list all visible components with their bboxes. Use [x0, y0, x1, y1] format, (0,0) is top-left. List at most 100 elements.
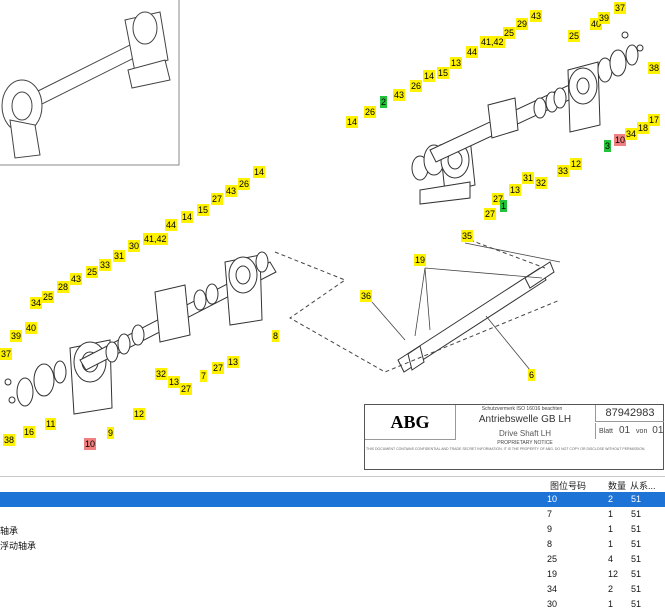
callout-17[interactable]: 17 [648, 114, 661, 126]
position-cell: 25 [547, 554, 558, 564]
callout-19[interactable]: 19 [414, 254, 427, 266]
callout-26[interactable]: 26 [238, 178, 251, 190]
callout-2[interactable]: 2 [380, 96, 388, 108]
position-cell: 34 [547, 584, 558, 594]
table-row[interactable]: 19 12 51 [0, 567, 665, 582]
position-cell: 10 [547, 494, 558, 504]
position-cell: 9 [547, 524, 553, 534]
callout-38[interactable]: 38 [648, 62, 661, 74]
callout-18[interactable]: 18 [637, 122, 650, 134]
header-qty[interactable]: 数量 [608, 481, 627, 491]
callout-36[interactable]: 36 [360, 290, 373, 302]
callout-43[interactable]: 43 [225, 185, 238, 197]
callout-3[interactable]: 3 [604, 140, 612, 152]
callout-6[interactable]: 6 [528, 369, 536, 381]
position-cell: 19 [547, 569, 558, 579]
callout-43[interactable]: 43 [70, 273, 83, 285]
quantity-cell: 1 [608, 524, 614, 534]
callout-41-42[interactable]: 41,42 [143, 233, 168, 245]
callout-44[interactable]: 44 [466, 46, 479, 58]
title-block: ABG Schutzvermerk ISO 16016 beachten Ant… [364, 404, 664, 470]
callout-14[interactable]: 14 [253, 166, 266, 178]
callout-41-42[interactable]: 41,42 [480, 36, 505, 48]
callout-13[interactable]: 13 [227, 356, 240, 368]
callout-15[interactable]: 15 [197, 204, 210, 216]
callout-34[interactable]: 34 [30, 297, 43, 309]
callout-31[interactable]: 31 [522, 172, 535, 184]
callout-13[interactable]: 13 [450, 57, 463, 69]
callout-33[interactable]: 33 [557, 165, 570, 177]
callout-13[interactable]: 13 [509, 184, 522, 196]
callout-1[interactable]: 1 [500, 200, 508, 212]
from-cell: 51 [631, 599, 642, 609]
quantity-cell: 12 [608, 569, 619, 579]
callout-39[interactable]: 39 [10, 330, 23, 342]
callout-39[interactable]: 39 [598, 12, 611, 24]
callout-30[interactable]: 30 [128, 240, 141, 252]
callout-25[interactable]: 25 [568, 30, 581, 42]
callout-12[interactable]: 12 [570, 158, 583, 170]
callout-16[interactable]: 16 [23, 426, 36, 438]
callout-13[interactable]: 13 [168, 376, 181, 388]
callout-32[interactable]: 32 [155, 368, 168, 380]
callout-10[interactable]: 10 [614, 134, 627, 146]
legal-text: THIS DOCUMENT CONTAINS CONFIDENTIAL AND … [366, 447, 646, 451]
callout-14[interactable]: 14 [181, 211, 194, 223]
header-from[interactable]: 从系... [630, 481, 656, 491]
callout-33[interactable]: 33 [99, 259, 112, 271]
callout-27[interactable]: 27 [180, 383, 193, 395]
callout-44[interactable]: 44 [165, 219, 178, 231]
callout-14[interactable]: 14 [423, 70, 436, 82]
callout-40[interactable]: 40 [25, 322, 38, 334]
from-cell: 51 [631, 524, 642, 534]
document-number: 87942983 [595, 405, 664, 422]
callout-25[interactable]: 25 [42, 291, 55, 303]
quantity-cell: 1 [608, 509, 614, 519]
callout-28[interactable]: 28 [57, 281, 70, 293]
callout-27[interactable]: 27 [211, 193, 224, 205]
callout-38[interactable]: 38 [3, 434, 16, 446]
leader-lines [371, 242, 561, 371]
from-cell: 51 [631, 569, 642, 579]
callout-34[interactable]: 34 [625, 128, 638, 140]
callout-43[interactable]: 43 [393, 89, 406, 101]
callout-26[interactable]: 26 [410, 80, 423, 92]
callout-14[interactable]: 14 [346, 116, 359, 128]
header-pos[interactable]: 图位号码 [550, 481, 587, 491]
callout-7[interactable]: 7 [200, 370, 208, 382]
callout-25[interactable]: 25 [503, 27, 516, 39]
callout-15[interactable]: 15 [437, 67, 450, 79]
callout-25[interactable]: 25 [86, 266, 99, 278]
callout-31[interactable]: 31 [113, 250, 126, 262]
quantity-cell: 1 [608, 539, 614, 549]
callout-27[interactable]: 27 [484, 208, 497, 220]
callout-12[interactable]: 12 [133, 408, 146, 420]
callout-32[interactable]: 32 [535, 177, 548, 189]
callout-37[interactable]: 37 [0, 348, 13, 360]
upper-assembly [411, 31, 644, 205]
callout-10[interactable]: 10 [84, 438, 97, 450]
callout-26[interactable]: 26 [364, 106, 377, 118]
callout-11[interactable]: 11 [45, 418, 57, 430]
drawing-title-de: Antriebswelle GB LH [478, 414, 572, 425]
callout-27[interactable]: 27 [212, 362, 225, 374]
from-cell: 51 [631, 509, 642, 519]
position-cell: 8 [547, 539, 553, 549]
quantity-cell: 1 [608, 599, 614, 609]
callout-43[interactable]: 43 [530, 10, 543, 22]
callout-29[interactable]: 29 [516, 18, 529, 30]
callout-9[interactable]: 9 [107, 427, 115, 439]
callout-35[interactable]: 35 [461, 230, 474, 242]
callout-37[interactable]: 37 [614, 2, 627, 14]
callout-8[interactable]: 8 [272, 330, 280, 342]
proprietary-notice: PROPRIETARY NOTICE [497, 440, 553, 446]
